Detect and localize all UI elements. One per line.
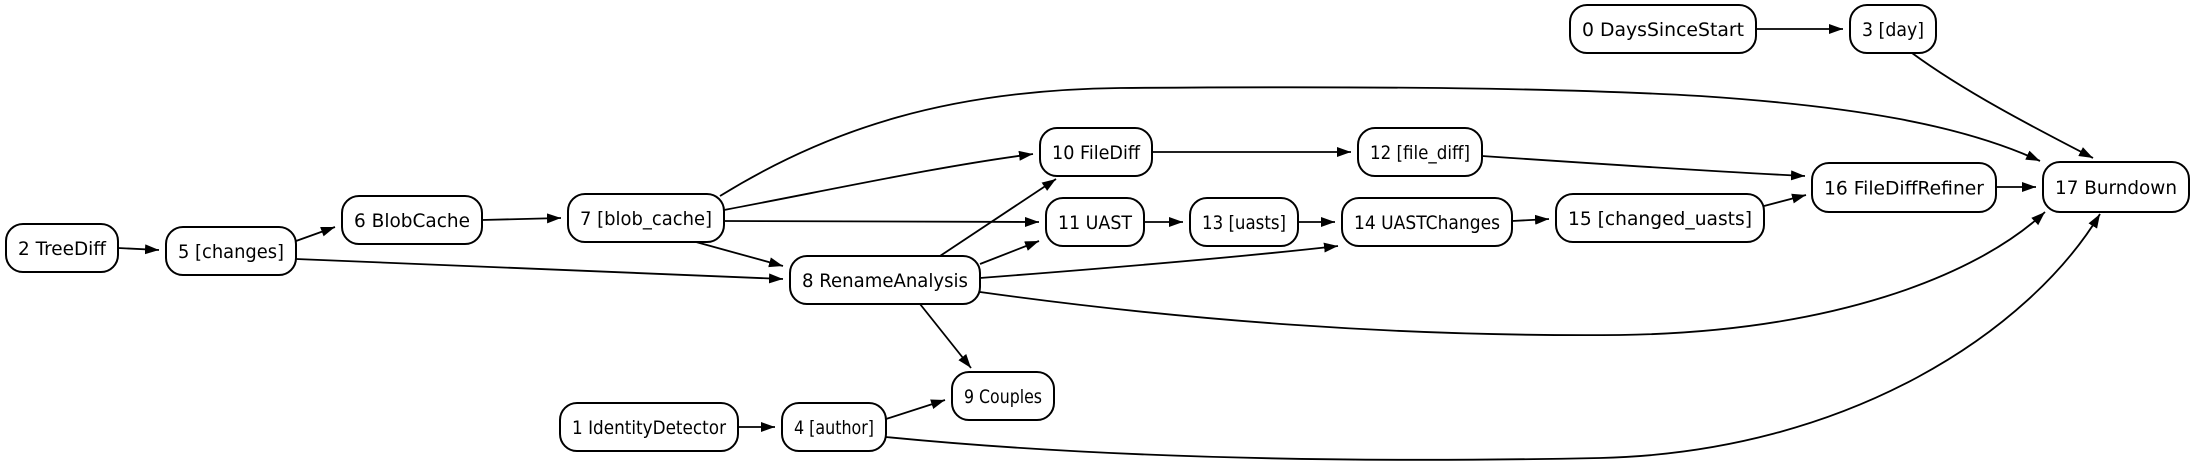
edge-line-8-11 — [979, 240, 1040, 265]
edge-2-5 — [117, 244, 160, 255]
edge-8-11 — [979, 240, 1040, 265]
edge-8-10 — [939, 178, 1057, 257]
edge-line-4-17 — [885, 213, 2101, 461]
edge-5-8 — [295, 258, 784, 284]
node-box-17-burndown — [2042, 161, 2190, 213]
edge-line-5-8 — [295, 258, 784, 284]
node-label-4-author: 4 [author] — [794, 417, 874, 439]
edge-line-8-10 — [939, 178, 1057, 257]
edge-line-8-9 — [919, 303, 972, 369]
edge-line-7-10 — [723, 150, 1034, 211]
node-label-1-identitydetector: 1 IdentityDetector — [572, 417, 726, 439]
node-15-changed-uasts: 15 [changed_uasts] — [1555, 193, 1765, 243]
node-box-10-filediff — [1039, 127, 1153, 177]
edge-5-6 — [295, 226, 336, 242]
node-2-treediff: 2 TreeDiff — [5, 223, 119, 273]
node-14-uastchanges: 14 UASTChanges — [1341, 197, 1513, 247]
edge-line-5-6 — [295, 226, 336, 242]
node-box-11-uast — [1045, 197, 1145, 247]
node-box-16-filediffrefiner — [1811, 162, 1997, 213]
edge-line-8-17 — [979, 211, 2046, 337]
node-label-11-uast: 11 UAST — [1058, 212, 1132, 234]
node-label-0-dayssincestart: 0 DaysSinceStart — [1582, 19, 1744, 41]
node-13-uasts: 13 [uasts] — [1189, 197, 1299, 247]
node-7-blob-cache: 7 [blob_cache] — [567, 193, 725, 243]
node-box-6-blobcache — [341, 195, 483, 245]
edge-line-12-16 — [1481, 155, 1806, 181]
nodes-layer: 0 DaysSinceStart 1 IdentityDetector 2 Tree… — [5, 4, 2190, 452]
node-box-12-file-diff — [1357, 127, 1483, 177]
node-label-12-file-diff: 12 [file_diff] — [1370, 142, 1470, 164]
edge-7-10 — [723, 150, 1034, 211]
node-box-2-treediff — [5, 223, 119, 273]
node-16-filediffrefiner: 16 FileDiffRefiner — [1811, 162, 1997, 213]
node-box-5-changes — [165, 226, 297, 276]
edge-4-9 — [885, 399, 946, 420]
node-5-changes: 5 [changes] — [165, 226, 297, 276]
node-label-17-burndown: 17 Burndown — [2055, 177, 2177, 199]
edge-4-17 — [885, 213, 2101, 461]
node-0-dayssincestart: 0 DaysSinceStart — [1569, 4, 1757, 54]
edges-layer — [117, 24, 2101, 461]
edge-14-15 — [1511, 214, 1550, 225]
node-box-14-uastchanges — [1341, 197, 1513, 247]
edge-line-4-9 — [885, 399, 946, 420]
node-label-9-couples: 9 Couples — [964, 386, 1042, 408]
node-3-day: 3 [day] — [1849, 4, 1937, 54]
node-box-4-author — [781, 402, 887, 452]
node-box-7-blob-cache — [567, 193, 725, 243]
node-12-file-diff: 12 [file_diff] — [1357, 127, 1483, 177]
node-label-7-blob-cache: 7 [blob_cache] — [580, 208, 712, 230]
node-label-5-changes: 5 [changes] — [178, 241, 284, 263]
node-11-uast: 11 UAST — [1045, 197, 1145, 247]
edge-7-17 — [719, 86, 2041, 197]
edge-8-9 — [919, 303, 972, 369]
node-8-renameanalysis: 8 RenameAnalysis — [789, 255, 981, 305]
node-box-0-dayssincestart — [1569, 4, 1757, 54]
node-label-16-filediffrefiner: 16 FileDiffRefiner — [1824, 178, 1984, 200]
node-box-8-renameanalysis — [789, 255, 981, 305]
edge-line-2-5 — [117, 244, 160, 255]
node-6-blobcache: 6 BlobCache — [341, 195, 483, 245]
node-box-9-couples — [951, 371, 1055, 421]
node-label-13-uasts: 13 [uasts] — [1202, 212, 1286, 234]
node-4-author: 4 [author] — [781, 402, 887, 452]
node-9-couples: 9 Couples — [951, 371, 1055, 421]
node-box-15-changed-uasts — [1555, 193, 1765, 243]
node-label-6-blobcache: 6 BlobCache — [354, 210, 470, 232]
edge-7-11 — [723, 216, 1040, 227]
edge-8-14 — [979, 242, 1339, 279]
edge-line-15-16 — [1763, 193, 1807, 207]
edge-8-17 — [979, 211, 2046, 337]
edge-line-6-7 — [481, 213, 562, 224]
edge-line-7-8 — [695, 241, 784, 268]
edge-12-16 — [1481, 155, 1806, 181]
edge-line-7-11 — [723, 216, 1040, 227]
edge-6-7 — [481, 213, 562, 224]
node-label-14-uastchanges: 14 UASTChanges — [1354, 212, 1500, 234]
node-box-1-identitydetector — [559, 402, 739, 452]
node-10-filediff: 10 FileDiff — [1039, 127, 1153, 177]
node-1-identitydetector: 1 IdentityDetector — [559, 402, 739, 452]
edge-line-14-15 — [1511, 214, 1550, 225]
node-label-10-filediff: 10 FileDiff — [1052, 142, 1141, 164]
node-17-burndown: 17 Burndown — [2042, 161, 2190, 213]
edge-3-17 — [1911, 52, 2094, 159]
node-label-2-treediff: 2 TreeDiff — [18, 238, 107, 260]
edge-line-3-17 — [1911, 52, 2094, 159]
node-label-8-renameanalysis: 8 RenameAnalysis — [802, 270, 968, 292]
edge-line-8-14 — [979, 242, 1339, 279]
edge-line-7-17 — [719, 86, 2041, 197]
edge-15-16 — [1763, 193, 1807, 207]
node-box-3-day — [1849, 4, 1937, 54]
edge-7-8 — [695, 241, 784, 268]
node-box-13-uasts — [1189, 197, 1299, 247]
node-label-3-day: 3 [day] — [1862, 19, 1924, 41]
node-label-15-changed-uasts: 15 [changed_uasts] — [1568, 208, 1752, 230]
